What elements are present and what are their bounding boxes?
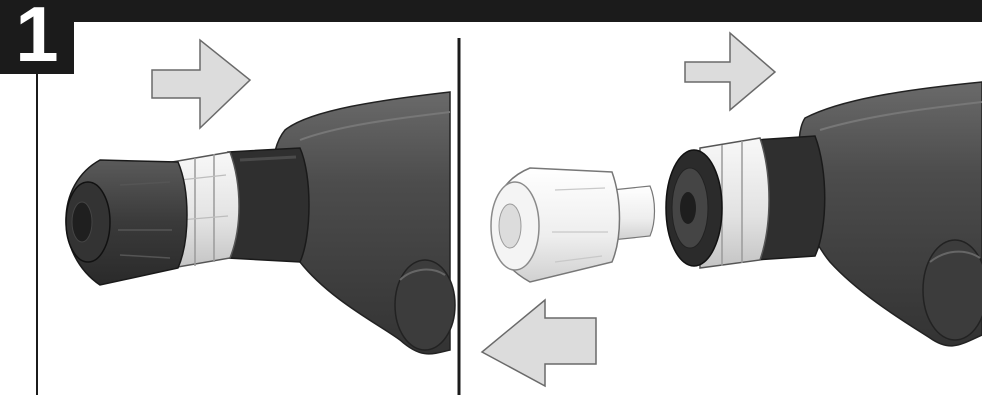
chuck-mount-right — [666, 150, 722, 266]
right-panel — [482, 33, 982, 386]
drill-body-right — [799, 82, 982, 346]
arrow-left-right-panel — [482, 300, 596, 386]
header-bar — [0, 0, 982, 22]
arrow-right-right-panel — [685, 33, 775, 110]
drill-neck-left — [228, 148, 309, 262]
step-number: 1 — [0, 0, 74, 74]
removed-chuck — [491, 168, 655, 282]
step-badge: 1 — [0, 0, 74, 74]
arrow-right-left-panel — [152, 40, 250, 128]
left-panel — [66, 40, 455, 354]
chuck-left — [66, 160, 187, 285]
